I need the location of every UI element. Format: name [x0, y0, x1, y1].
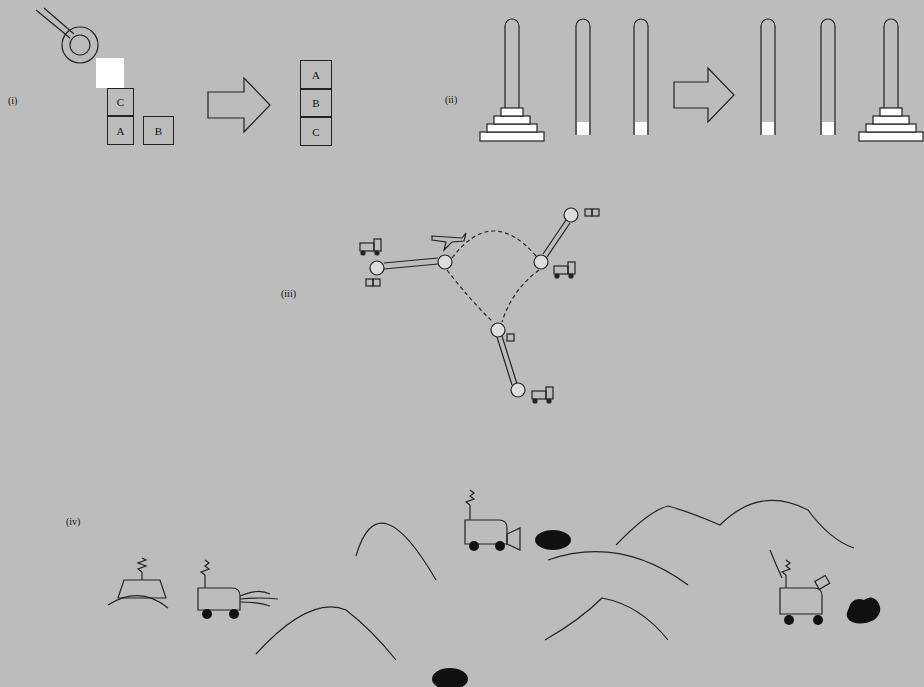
- block-letter: C: [312, 126, 319, 138]
- panel-label: (ii): [445, 94, 457, 105]
- rock: [432, 530, 880, 687]
- peg-base: [762, 122, 774, 135]
- road-link: [384, 220, 570, 385]
- block-box: B: [300, 89, 332, 117]
- package: [366, 209, 599, 341]
- block-letter: B: [312, 97, 319, 109]
- crane-ring: [62, 27, 98, 63]
- peg: [576, 19, 590, 135]
- peg-base: [577, 122, 589, 135]
- panel-label: (i): [8, 95, 17, 106]
- held-block: [96, 58, 124, 88]
- flight-route: [447, 231, 539, 322]
- disk-stack: [480, 108, 544, 141]
- peg: [634, 19, 648, 135]
- peg-base: [635, 122, 647, 135]
- lander: [118, 558, 166, 598]
- rover: [198, 490, 830, 614]
- airplane: [432, 233, 466, 250]
- disk-stack: [859, 108, 923, 141]
- peg-base: [822, 122, 834, 135]
- wheel: [202, 541, 823, 625]
- block-letter: A: [312, 69, 320, 81]
- panel-label: (iii): [281, 288, 296, 299]
- block-letter: B: [155, 125, 162, 137]
- crane-ring: [70, 35, 90, 55]
- city-node: [370, 208, 578, 397]
- block-box: B: [143, 116, 174, 145]
- hollow-arrow: [674, 68, 734, 122]
- truck-wheel: [361, 251, 573, 403]
- peg: [761, 19, 775, 135]
- terrain: [108, 500, 854, 660]
- block-box: C: [107, 88, 134, 116]
- peg: [821, 19, 835, 135]
- crane-cable: [36, 10, 70, 38]
- hollow-arrow: [208, 78, 270, 132]
- block-box: A: [107, 116, 134, 145]
- block-box: A: [300, 60, 332, 89]
- block-letter: A: [117, 125, 125, 137]
- block-box: C: [300, 117, 332, 146]
- panel-label: (iv): [66, 516, 80, 527]
- truck: [360, 239, 575, 399]
- block-letter: C: [117, 96, 124, 108]
